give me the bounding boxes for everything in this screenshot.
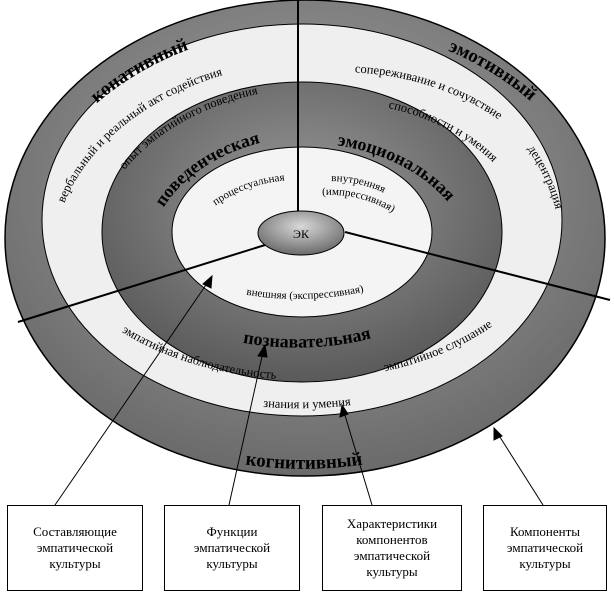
legend-box-functions: Функции эмпатической культуры xyxy=(164,505,300,591)
arrow-functions xyxy=(228,351,264,506)
arrowhead-components xyxy=(493,426,503,441)
arrowhead-characteristics xyxy=(339,403,349,418)
divider-right xyxy=(344,231,611,301)
component-kognitivny: когнитивный xyxy=(244,449,363,474)
arrow-characteristics xyxy=(343,411,373,506)
legend-box-constituents: Составляющие эмпатической культуры xyxy=(7,505,143,591)
arrow-constituents xyxy=(54,281,209,506)
center-label: ЭК xyxy=(293,227,310,241)
center-ek xyxy=(257,210,345,256)
legend-box-characteristics: Характеристики компонентов эмпатической … xyxy=(322,505,462,591)
svg-text:когнитивный: когнитивный xyxy=(244,449,363,474)
divider-left xyxy=(17,244,266,323)
arrow-components xyxy=(497,433,544,506)
svg-text:знания и умения: знания и умения xyxy=(263,394,352,411)
legend-box-components: Компоненты эмпатической культуры xyxy=(483,505,607,591)
arrowhead-functions xyxy=(257,343,268,358)
arrowhead-constituents xyxy=(202,274,213,289)
char-znaniya: знания и умения xyxy=(263,394,352,411)
